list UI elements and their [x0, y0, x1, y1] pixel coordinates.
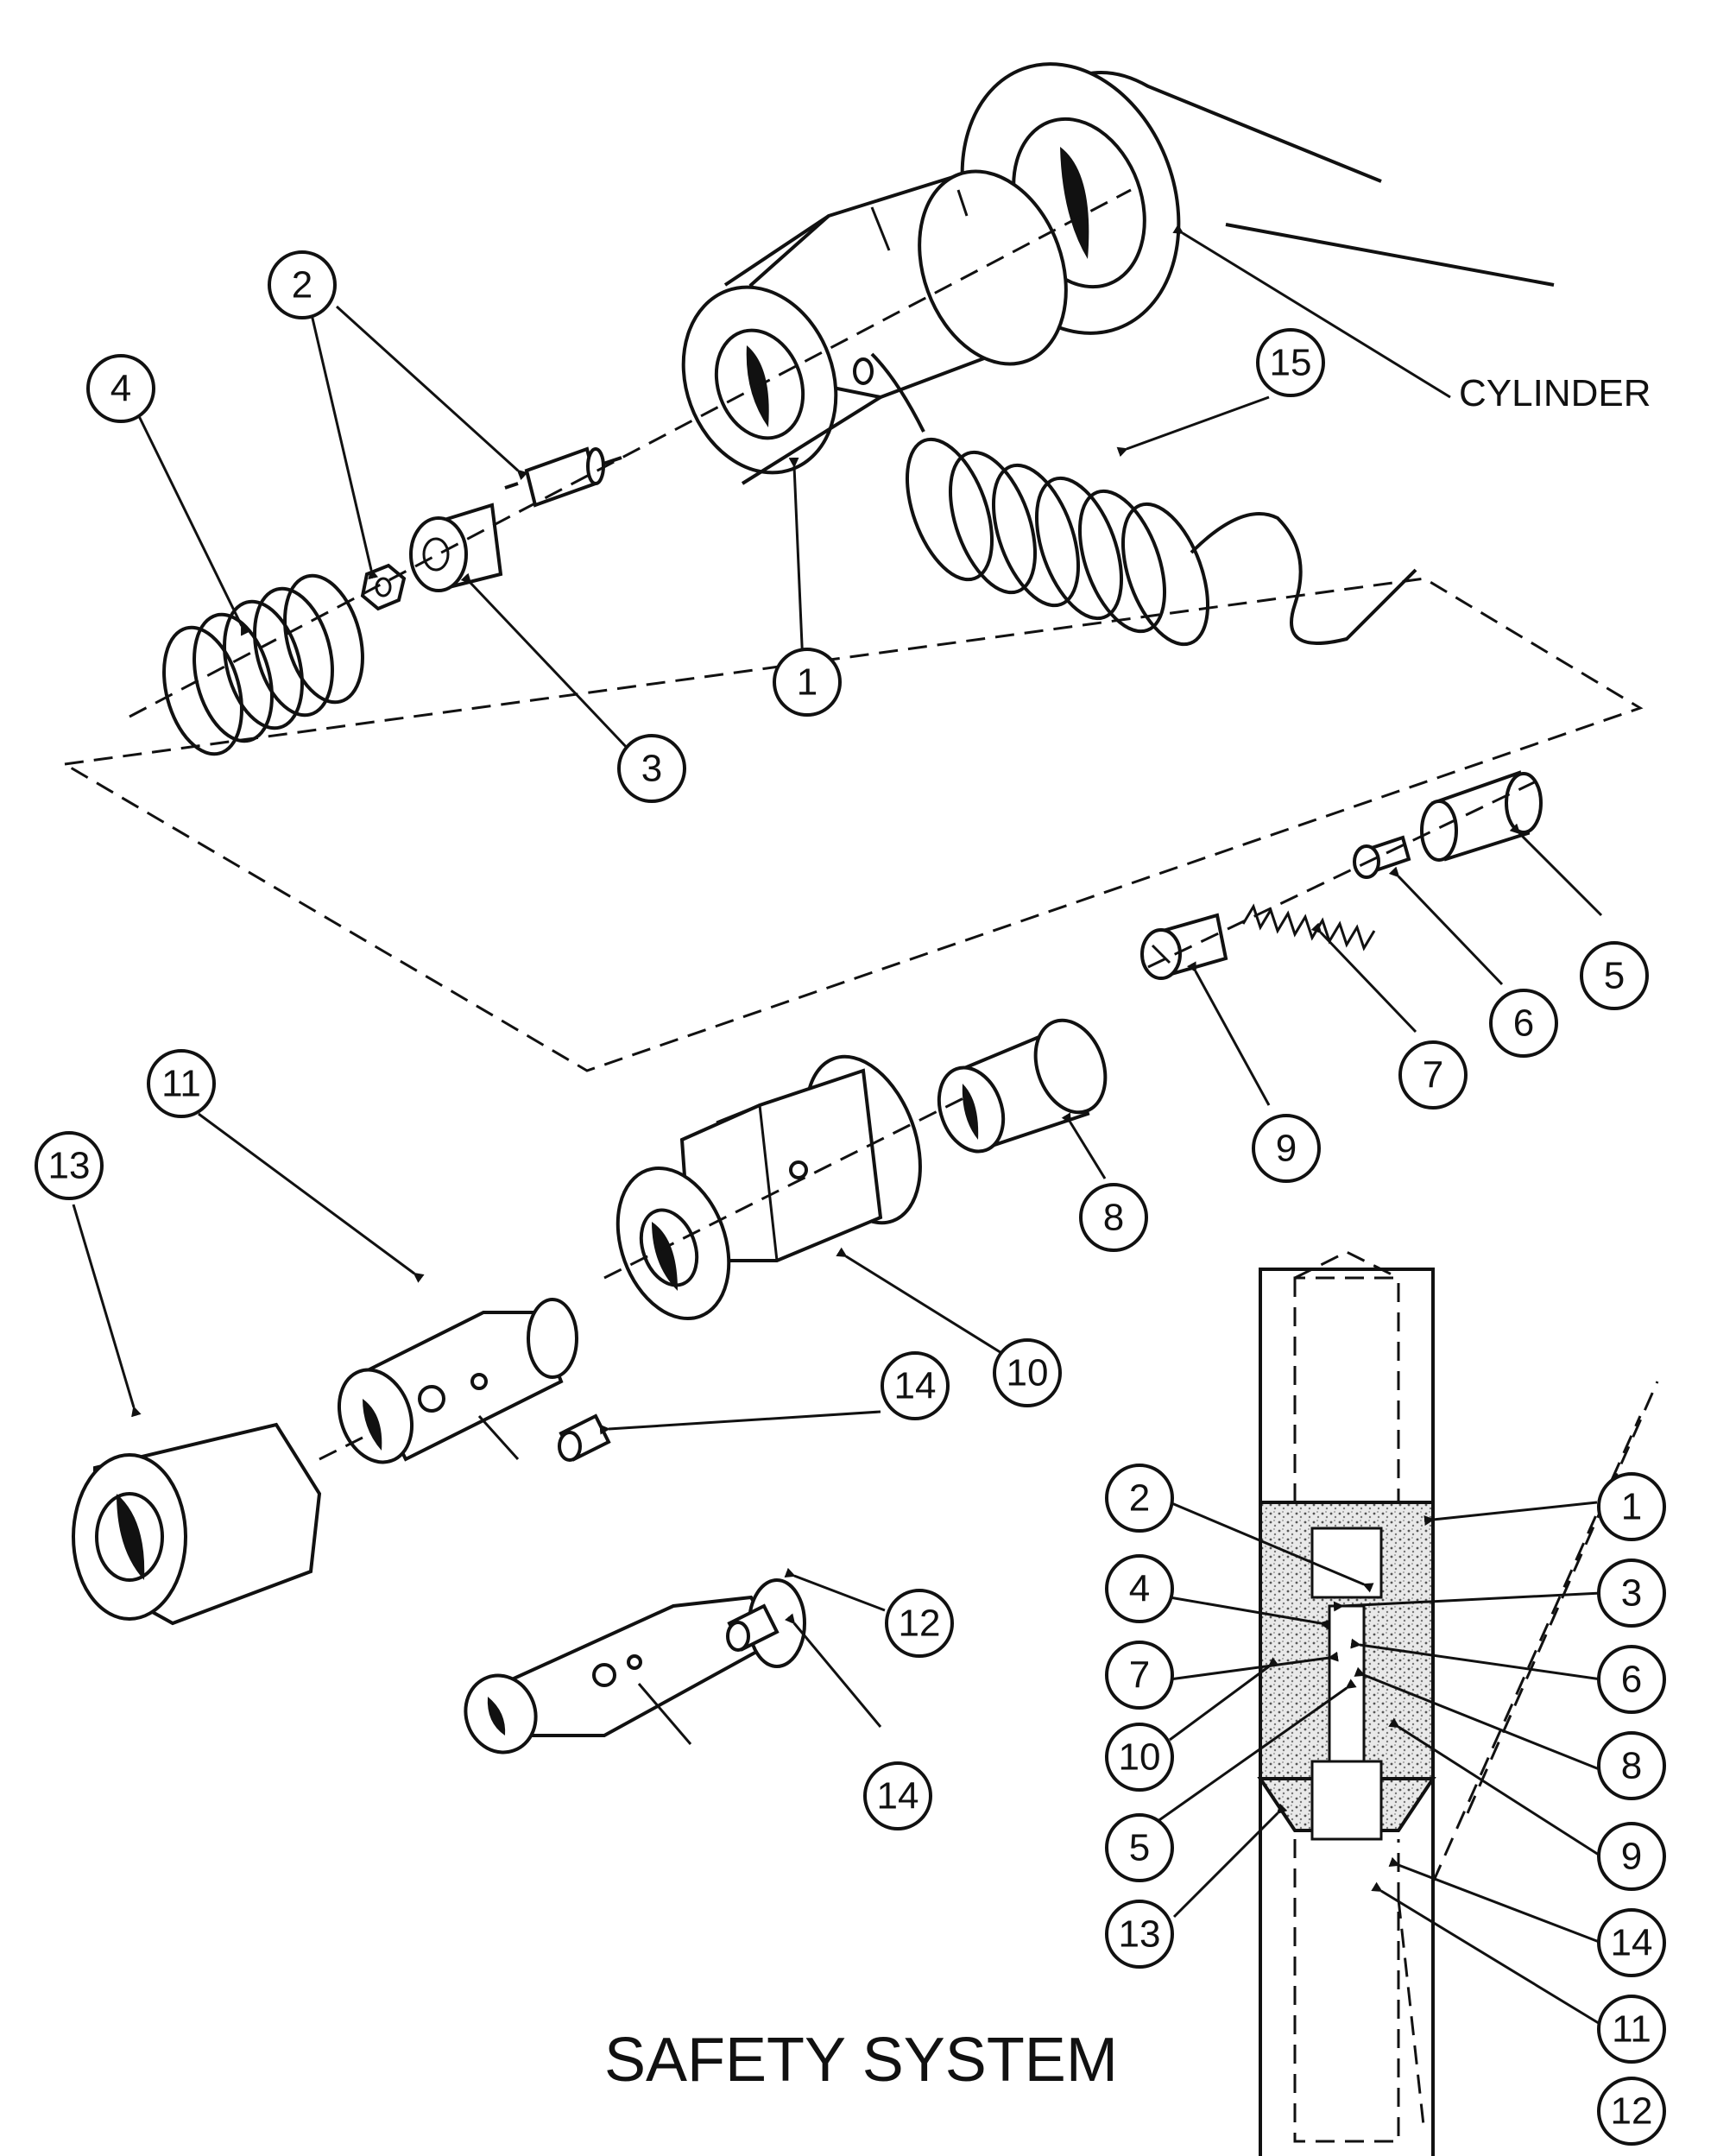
callout-13: 13 [35, 1131, 104, 1200]
coil-tube-icon [870, 352, 1417, 647]
hex-cap-part [72, 1422, 322, 1626]
callout-6: 6 [1489, 989, 1558, 1058]
svg-text:8: 8 [1103, 1197, 1124, 1239]
section-callout-7: 7 [1105, 1641, 1174, 1710]
svg-text:12: 12 [899, 1603, 941, 1645]
screw-part [1140, 913, 1228, 980]
diagram-title: SAFETY SYSTEM [604, 2026, 1118, 2095]
callout-7: 7 [1398, 1040, 1468, 1110]
section-callout-4: 4 [1105, 1554, 1174, 1623]
cap-icon [409, 503, 503, 592]
svg-text:2: 2 [292, 264, 312, 307]
callout-2: 2 [268, 250, 337, 319]
svg-text:4: 4 [1129, 1568, 1150, 1610]
callout-1: 1 [773, 648, 842, 717]
svg-text:14: 14 [894, 1365, 937, 1407]
callout-9: 9 [1252, 1114, 1321, 1183]
svg-text:14: 14 [1611, 1922, 1653, 1964]
svg-text:10: 10 [1119, 1736, 1161, 1779]
svg-text:9: 9 [1621, 1836, 1642, 1878]
svg-text:6: 6 [1513, 1002, 1534, 1045]
svg-text:4: 4 [110, 368, 131, 410]
svg-text:11: 11 [1612, 2008, 1651, 2051]
svg-text:11: 11 [161, 1063, 201, 1105]
fitting-body-part [681, 169, 1068, 485]
section-callout-9: 9 [1597, 1822, 1666, 1891]
set-screw-part [558, 1413, 611, 1462]
callout-11: 11 [147, 1049, 216, 1118]
spring-icon [162, 573, 364, 756]
svg-text:15: 15 [1270, 342, 1312, 384]
svg-text:14: 14 [877, 1775, 919, 1818]
svg-text:7: 7 [1423, 1054, 1443, 1097]
svg-text:12: 12 [1611, 2090, 1653, 2133]
callout-4: 4 [86, 354, 155, 423]
section-callout-10: 10 [1105, 1723, 1174, 1792]
cylinder-label: CYLINDER [1459, 372, 1651, 414]
callout-14-b: 14 [863, 1761, 932, 1830]
section-callout-14: 14 [1597, 1908, 1666, 1977]
plunger-part [1353, 835, 1411, 879]
valve-body-part [615, 1054, 922, 1321]
nut-icon [360, 563, 407, 611]
callout-10: 10 [993, 1338, 1062, 1407]
pin-part [504, 446, 622, 508]
section-callout-8: 8 [1597, 1731, 1666, 1800]
svg-text:13: 13 [1119, 1913, 1161, 1956]
callout-8: 8 [1079, 1183, 1148, 1252]
svg-text:9: 9 [1276, 1128, 1297, 1170]
svg-text:2: 2 [1129, 1477, 1150, 1520]
callout-15: 15 [1256, 328, 1325, 397]
svg-text:1: 1 [797, 661, 817, 704]
plunger-12-part [464, 1578, 806, 1755]
section-callout-1: 1 [1597, 1472, 1666, 1541]
svg-text:1: 1 [1621, 1486, 1642, 1528]
section-callout-5: 5 [1105, 1813, 1174, 1882]
svg-text:5: 5 [1129, 1827, 1150, 1869]
svg-text:3: 3 [1621, 1572, 1642, 1615]
set-screw-part [726, 1603, 780, 1652]
svg-text:5: 5 [1604, 955, 1625, 997]
section-callout-13: 13 [1105, 1900, 1174, 1969]
callout-12: 12 [885, 1589, 954, 1658]
section-callout-12: 12 [1597, 2077, 1666, 2146]
svg-text:6: 6 [1621, 1659, 1642, 1701]
small-spring-part [1241, 903, 1376, 952]
svg-text:13: 13 [48, 1145, 91, 1187]
svg-text:7: 7 [1129, 1654, 1150, 1697]
section-callout-3: 3 [1597, 1559, 1666, 1628]
section-callout-6: 6 [1597, 1645, 1666, 1714]
svg-text:8: 8 [1621, 1745, 1642, 1787]
plunger-11-part [337, 1298, 578, 1464]
leader-lines [72, 224, 1603, 2026]
svg-text:3: 3 [641, 748, 662, 790]
callout-14-a: 14 [881, 1351, 950, 1420]
sleeve-part [1420, 770, 1543, 862]
section-callout-11: 11 [1597, 1995, 1666, 2064]
bushing-part [937, 1018, 1108, 1154]
svg-text:10: 10 [1007, 1352, 1049, 1394]
callout-3: 3 [617, 734, 686, 803]
section-view [1257, 1250, 1659, 2156]
callout-5: 5 [1580, 941, 1649, 1010]
section-callout-2: 2 [1105, 1464, 1174, 1533]
